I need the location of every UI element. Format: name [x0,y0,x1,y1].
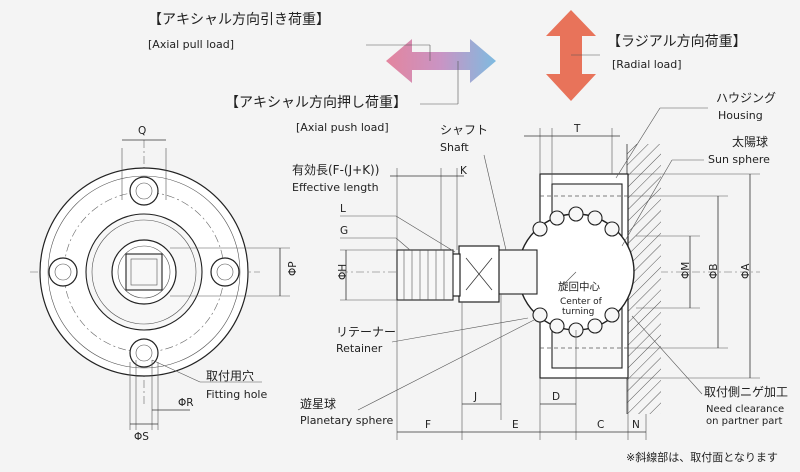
shaft [396,245,538,303]
axial-pull-label-en: [Axial pull load] [148,38,234,51]
dim-t: T [573,123,581,135]
dim-m: ΦM [680,262,692,279]
dim-k: K [460,165,468,177]
planetary-label-en: Planetary sphere [300,414,393,427]
axial-pull-label-jp: 【アキシャル方向引き荷重】 [148,12,330,28]
dim-r: ΦR [178,397,194,409]
dim-a: ΦA [740,263,752,279]
axial-push-label-en: [Axial push load] [296,121,389,134]
fitting-hole-bottom [129,338,159,368]
center-label-jp: 旋回中心 [558,280,600,293]
shaft-label-en: Shaft [440,141,469,154]
fitting-hole-left [48,257,78,287]
housing-label-en: Housing [718,109,763,122]
shaft-label-jp: シャフト [440,123,488,137]
sun-sphere-label-en: Sun sphere [708,153,770,166]
fitting-hole-top [129,176,159,206]
axial-load-arrow [386,39,496,83]
clearance-label-en-2: on partner part [706,416,783,427]
dim-j: J [473,391,477,403]
dim-b: ΦB [708,264,720,279]
radial-label-en: [Radial load] [612,58,682,71]
dim-d: D [552,391,560,403]
effective-length-jp: 有効長(F-(J+K)) [292,162,379,177]
dim-n: N [632,419,640,431]
axial-push-label-jp: 【アキシャル方向押し荷重】 [225,95,407,111]
center-label-en-1: Center of [560,297,603,307]
dim-c: C [597,419,604,431]
retainer-label-jp: リテーナー [336,325,396,339]
effective-length-en: Effective length [292,181,379,194]
clearance-label-en-1: Need clearance [706,404,784,415]
dim-h: ΦH [337,264,349,280]
dim-l: L [340,203,346,215]
fitting-hole-right [210,257,240,287]
retainer-label-en: Retainer [336,342,383,355]
fitting-hole-label-en: Fitting hole [206,388,267,401]
radial-label-jp: 【ラジアル方向荷重】 [607,34,747,50]
dim-p: ΦP [287,261,299,276]
planetary-label-jp: 遊星球 [300,396,336,411]
dim-e: E [512,419,519,431]
footnote: ※斜線部は、取付面となります [626,450,778,464]
radial-load-arrow [546,10,596,101]
dim-g: G [340,225,348,237]
front-view [30,140,260,405]
clearance-label-jp: 取付側ニゲ加工 [704,385,788,399]
housing-label-jp: ハウジング [716,91,776,105]
dim-s: ΦS [134,431,149,443]
dim-f: F [425,419,431,431]
fitting-hole-label-jp: 取付用穴 [206,368,254,383]
sun-sphere-label-jp: 太陽球 [732,134,768,149]
dim-q: Q [138,125,146,137]
center-label-en-2: turning [562,307,594,317]
